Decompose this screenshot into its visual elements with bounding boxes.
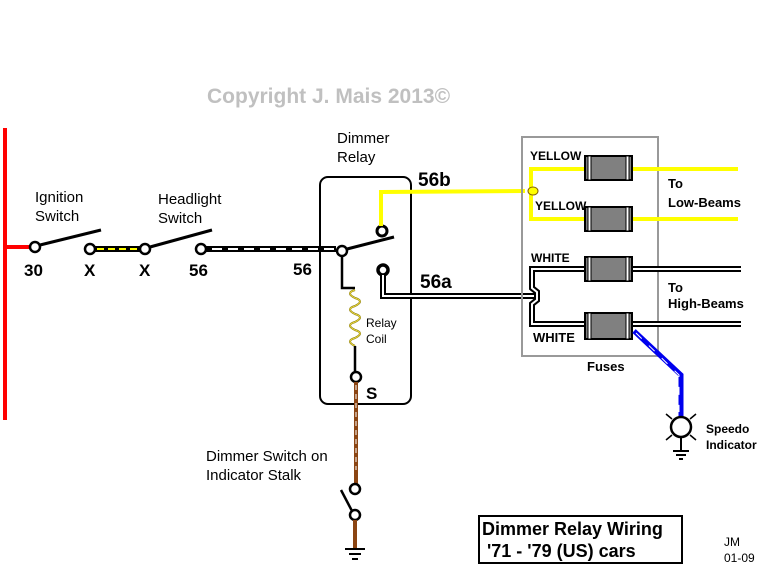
wire-56a	[380, 275, 535, 299]
supply-bus	[3, 128, 30, 420]
fuse-2-color-label: YELLOW	[535, 199, 587, 213]
ground-icon	[673, 450, 689, 460]
ignition-switch-label-2: Switch	[35, 208, 79, 225]
relay-56a-contact	[376, 263, 390, 277]
wire-56b	[379, 189, 526, 226]
dimmer-relay-housing	[319, 176, 412, 405]
dimmer-switch-label-2: Indicator Stalk	[206, 467, 302, 484]
author-date: 01-09	[724, 551, 755, 565]
wire-speedo	[632, 329, 684, 416]
relay-coil-label-2: Coil	[366, 332, 387, 346]
terminal-x2-contact	[138, 242, 152, 256]
headlight-switch-label-2: Switch	[158, 210, 202, 227]
relay-coil	[349, 289, 363, 384]
terminal-x2-label: X	[139, 261, 151, 280]
title-line-2: '71 - '79 (US) cars	[482, 541, 636, 561]
dimmer-switch	[339, 482, 365, 560]
speedo-indicator-label-1: Speedo	[706, 422, 749, 436]
dimmer-relay-label-2: Relay	[337, 149, 376, 166]
headlight-switch-blade	[149, 228, 213, 249]
terminal-x1-label: X	[84, 261, 96, 280]
fuse-1	[584, 155, 633, 181]
high-beams-label-1: To	[668, 280, 683, 295]
ignition-switch-blade	[39, 228, 102, 247]
dimmer-relay-label-1: Dimmer	[337, 130, 390, 147]
ground-icon	[345, 548, 365, 560]
terminal-s-label: S	[366, 384, 377, 403]
headlight-switch	[138, 228, 213, 256]
lamp-icon	[669, 415, 693, 439]
ignition-switch	[28, 228, 102, 256]
fuse-box-label: Fuses	[587, 359, 625, 374]
speedo-indicator-lamp	[665, 413, 697, 460]
high-beam-wiring	[529, 266, 741, 327]
fuse-3	[584, 256, 633, 282]
low-beams-label-2: Low-Beams	[668, 195, 741, 210]
fuse-3-color-label: WHITE	[531, 251, 570, 265]
author-initials: JM	[724, 535, 740, 549]
fuse-4	[584, 312, 633, 340]
terminal-30-contact	[28, 240, 42, 254]
terminal-56a-label: 56a	[420, 272, 452, 293]
relay-coil-label-1: Relay	[366, 316, 397, 330]
title-line-1: Dimmer Relay Wiring	[482, 519, 663, 539]
terminal-56-contact	[194, 242, 208, 256]
terminal-s-contact	[349, 370, 363, 384]
terminal-56b-label: 56b	[418, 170, 451, 191]
dimmer-switch-lower-contact	[348, 508, 362, 522]
low-beam-wiring	[527, 167, 738, 221]
high-beams-label-2: High-Beams	[668, 296, 744, 311]
relay-armature	[346, 235, 395, 251]
terminal-x1-contact	[83, 242, 97, 256]
terminal-56-relay-label: 56	[293, 260, 312, 279]
dimmer-switch-upper-contact	[348, 482, 362, 496]
relay-56b-contact	[375, 224, 389, 238]
low-beams-label-1: To	[668, 176, 683, 191]
terminal-56-switch-label: 56	[189, 261, 208, 280]
dimmer-switch-label-1: Dimmer Switch on	[206, 448, 328, 465]
fuse-4-color-label: WHITE	[533, 330, 575, 345]
speedo-indicator-label-2: Indicator	[706, 438, 757, 452]
copyright-text: Copyright J. Mais 2013©	[207, 85, 451, 108]
dimmer-switch-blade	[339, 489, 354, 512]
relay-common-contact	[335, 244, 349, 258]
terminal-30-label: 30	[24, 261, 43, 280]
ignition-switch-label-1: Ignition	[35, 189, 83, 206]
fuse-box	[521, 136, 659, 357]
fuse-2	[584, 206, 633, 232]
headlight-switch-label-1: Headlight	[158, 191, 222, 208]
fuse-1-color-label: YELLOW	[530, 149, 582, 163]
title-box	[478, 515, 683, 564]
